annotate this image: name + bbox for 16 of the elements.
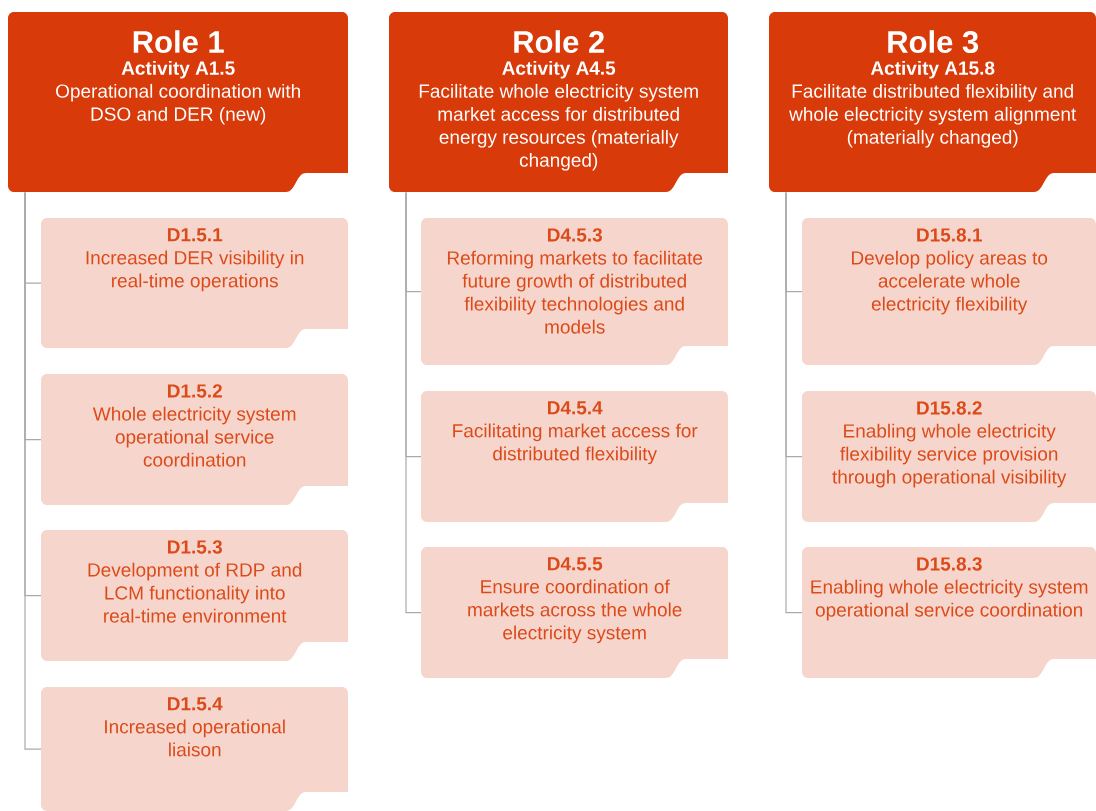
- deliverable-box: D15.8.3 Enabling whole electricity system operational service coordination: [802, 547, 1096, 678]
- deliverable-box: D1.5.4 Increased operational liaison: [41, 687, 348, 811]
- role-header-box: Role 2 Activity A4.5 Facilitate whole electricity system market access for distributed energy resources (materially changed): [389, 12, 728, 192]
- connector-line: [24, 191, 42, 750]
- role-header-box: Role 1 Activity A1.5 Operational coordination with DSO and DER (new): [8, 12, 348, 192]
- connector-line: [405, 191, 422, 614]
- connector-line: [785, 191, 803, 614]
- deliverable-box: D1.5.3 Development of RDP and LCM functionality into real-time environment: [41, 530, 348, 661]
- deliverable-box: D15.8.2 Enabling whole electricity flexibility service provision through operational visibility: [802, 391, 1096, 522]
- role-header-box: Role 3 Activity A15.8 Facilitate distributed flexibility and whole electricity system alignment (materially changed): [769, 12, 1096, 192]
- deliverable-box: D4.5.3 Reforming markets to facilitate future growth of distributed flexibility technologies and models: [421, 218, 728, 365]
- deliverable-box: D1.5.1 Increased DER visibility in real-time operations: [41, 218, 348, 348]
- deliverable-box: D1.5.2 Whole electricity system operational service coordination: [41, 374, 348, 505]
- deliverable-box: D15.8.1 Develop policy areas to accelerate whole electricity flexibility: [802, 218, 1096, 365]
- deliverable-box: D4.5.4 Facilitating market access for distributed flexibility: [421, 391, 728, 522]
- deliverable-box: D4.5.5 Ensure coordination of markets across the whole electricity system: [421, 547, 728, 678]
